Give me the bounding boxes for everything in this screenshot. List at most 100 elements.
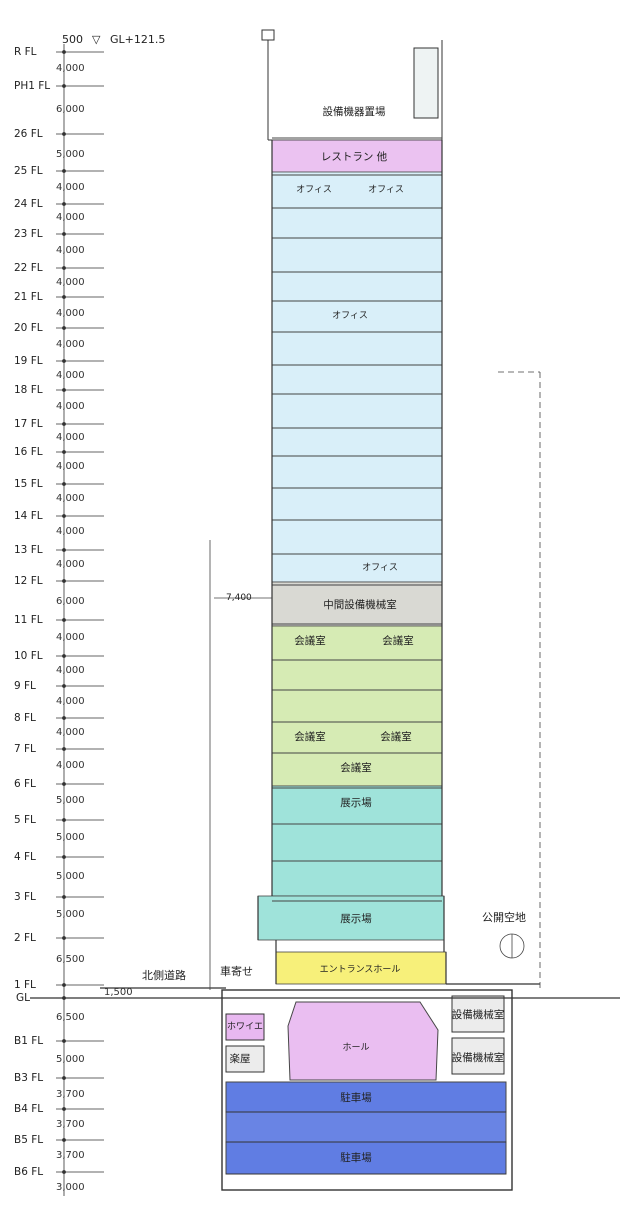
floor-label-b3: B3 FL xyxy=(14,1072,44,1084)
dimension-node xyxy=(62,983,66,987)
floor-label-f12: 12 FL xyxy=(14,575,43,587)
floor-label-f8: 8 FL xyxy=(14,712,36,724)
dimension-node xyxy=(62,388,66,392)
floor-label-b4: B4 FL xyxy=(14,1103,44,1115)
parking-level-1 xyxy=(225,1081,507,1113)
tower-walls xyxy=(257,140,447,984)
height-dim: 4,000 xyxy=(56,401,85,412)
height-dim: 4,000 xyxy=(56,63,85,74)
dimension-node xyxy=(62,359,66,363)
room-mechanical-b1: 設備機械室 xyxy=(451,1009,505,1021)
parking-level-2 xyxy=(225,1111,507,1143)
floor-label-f21: 21 FL xyxy=(14,291,43,303)
floor-label-f20: 20 FL xyxy=(14,322,43,334)
dimension-node xyxy=(62,548,66,552)
room-exhibition-1: 展示場 xyxy=(340,797,372,809)
height-dim: 3,700 xyxy=(56,1089,85,1100)
dimension-node xyxy=(62,295,66,299)
height-dim: 4,000 xyxy=(56,727,85,738)
height-dim: 4,000 xyxy=(56,339,85,350)
floor-label-f13: 13 FL xyxy=(14,544,43,556)
floor-label-f22: 22 FL xyxy=(14,262,43,274)
room-conference-2a: 会議室 xyxy=(294,731,326,743)
room-entrance-hall: エントランスホール xyxy=(319,965,401,975)
dimension-node xyxy=(62,1039,66,1043)
floor-label-f24: 24 FL xyxy=(14,198,43,210)
site-lines xyxy=(209,371,541,990)
floor-label-f6: 6 FL xyxy=(14,778,36,790)
dimension-node xyxy=(62,936,66,940)
dimension-node xyxy=(62,747,66,751)
height-dim: 4,000 xyxy=(56,461,85,472)
dimension-node xyxy=(62,514,66,518)
dimension-node xyxy=(62,1076,66,1080)
height-dim: 4,000 xyxy=(56,696,85,707)
roof-structure xyxy=(261,29,443,141)
mech-room-b1 xyxy=(451,995,505,1033)
dimension-node xyxy=(62,232,66,236)
height-dim: 4,000 xyxy=(56,308,85,319)
floor-label-f15: 15 FL xyxy=(14,478,43,490)
setback-dimension: 7,400 xyxy=(226,593,252,603)
floor-label-f23: 23 FL xyxy=(14,228,43,240)
room-parking-1: 駐車場 xyxy=(340,1092,372,1104)
room-office-b: オフィス xyxy=(368,185,404,195)
band-office xyxy=(271,171,443,583)
dimension-node xyxy=(62,266,66,270)
drop-off-label: 車寄せ xyxy=(220,965,253,978)
height-dim: 5,000 xyxy=(56,149,85,160)
room-conference-2b: 会議室 xyxy=(380,731,412,743)
dimension-node xyxy=(62,996,66,1000)
height-dim: 4,000 xyxy=(56,526,85,537)
height-dim: 6,000 xyxy=(56,596,85,607)
height-dim: 4,000 xyxy=(56,432,85,443)
floor-label-ph1fl: PH1 FL xyxy=(14,80,51,92)
dimension-node xyxy=(62,450,66,454)
dimension-node xyxy=(62,782,66,786)
dimension-node xyxy=(62,1138,66,1142)
dimension-node xyxy=(62,132,66,136)
mech-room-b3 xyxy=(451,1037,505,1075)
floor-label-b5: B5 FL xyxy=(14,1134,44,1146)
floor-label-f4: 4 FL xyxy=(14,851,36,863)
floor-label-f7: 7 FL xyxy=(14,743,36,755)
height-dim: 5,000 xyxy=(56,909,85,920)
height-dim: 6,500 xyxy=(56,1012,85,1023)
height-dim: 4,000 xyxy=(56,212,85,223)
dimension-node xyxy=(62,50,66,54)
dimension-node xyxy=(62,84,66,88)
floor-label-f3: 3 FL xyxy=(14,891,36,903)
room-exhibition-2: 展示場 xyxy=(340,913,372,925)
floor-label-f11: 11 FL xyxy=(14,614,43,626)
level-mark-icon: ▽ xyxy=(92,33,101,46)
room-hall: ホール xyxy=(342,1043,370,1053)
room-restaurant: レストラン 他 xyxy=(320,151,388,163)
floor-label-gl: GL xyxy=(16,992,30,1004)
floor-slabs xyxy=(272,137,442,902)
dressing-room xyxy=(225,1045,265,1073)
floor-label-f17: 17 FL xyxy=(14,418,43,430)
floor-label-f18: 18 FL xyxy=(14,384,43,396)
floor-label-f19: 19 FL xyxy=(14,355,43,367)
floor-label-f14: 14 FL xyxy=(14,510,43,522)
dimension-node xyxy=(62,169,66,173)
height-dim: 5,000 xyxy=(56,1054,85,1065)
height-dim: 6,500 xyxy=(56,954,85,965)
band-conference xyxy=(271,625,443,787)
dimension-node xyxy=(62,1107,66,1111)
height-dim: 4,000 xyxy=(56,760,85,771)
public-open-space-label: 公開空地 xyxy=(482,911,526,924)
room-conference-3: 会議室 xyxy=(340,762,372,774)
height-dim: 4,000 xyxy=(56,277,85,288)
floor-label-f1: 1 FL xyxy=(14,979,36,991)
dimension-node xyxy=(62,618,66,622)
floor-label-b1: B1 FL xyxy=(14,1035,44,1047)
room-office-a: オフィス xyxy=(296,185,332,195)
top-dimension: 500 xyxy=(62,33,83,46)
dimension-node xyxy=(62,579,66,583)
room-equipment-storage: 設備機器置場 xyxy=(322,106,386,118)
height-dim: 5,000 xyxy=(56,832,85,843)
dimension-node xyxy=(62,422,66,426)
ground-line xyxy=(30,983,620,999)
